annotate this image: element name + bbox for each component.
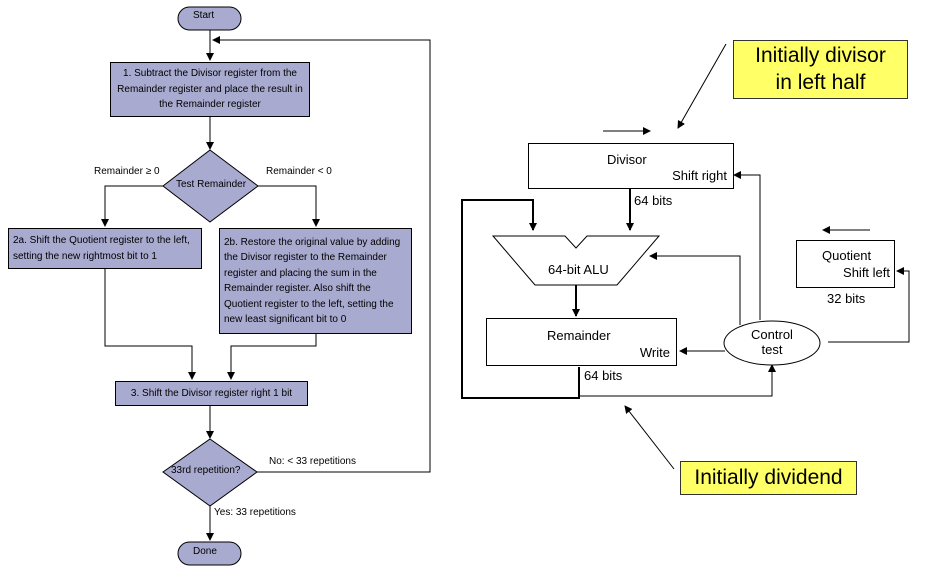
repetition-diamond: [162, 438, 258, 507]
no-branch-label: No: < 33 repetitions: [269, 456, 356, 467]
test-remainder-diamond: [162, 149, 259, 223]
step2a-box: 2a. Shift the Quotient register to the l…: [8, 228, 202, 269]
step2b-box: 2b. Restore the original value by adding…: [219, 228, 412, 334]
note-divisor-line1: Initially divisor: [755, 44, 886, 68]
divisor-action: Shift right: [672, 168, 727, 183]
quotient-register: Quotient Shift left: [796, 240, 895, 288]
divisor-label: Divisor: [607, 152, 647, 167]
yes-branch-label: Yes: 33 repetitions: [214, 507, 296, 518]
step3-box: 3. Shift the Divisor register right 1 bi…: [115, 381, 308, 406]
test-remainder-label: Test Remainder: [176, 179, 247, 190]
control-label: Control test: [748, 327, 796, 357]
remainder-action: Write: [639, 345, 670, 360]
note-divisor-line2: in left half: [775, 70, 866, 94]
remainder-label: Remainder: [547, 328, 611, 343]
flowchart-connectors: [101, 29, 431, 541]
quotient-action: Shift left: [843, 265, 890, 280]
done-label: Done: [193, 546, 217, 557]
quotient-bits: 32 bits: [827, 291, 866, 306]
branch-ge-label: Remainder ≥ 0: [94, 166, 160, 177]
done-terminal: [177, 541, 242, 566]
divisor-bits: 64 bits: [634, 193, 673, 208]
alu-shape: [491, 235, 661, 286]
note-divisor: Initially divisor in left half: [733, 40, 908, 99]
divisor-register: Divisor Shift right: [528, 143, 734, 189]
branch-lt-label: Remainder < 0: [266, 166, 332, 177]
start-label: Start: [193, 10, 215, 21]
remainder-feedback-line: [461, 199, 580, 399]
note-dividend: Initially dividend: [680, 461, 857, 495]
remainder-register: Remainder Write: [486, 318, 677, 366]
alu-label: 64-bit ALU: [548, 262, 609, 277]
control-test-ellipse: [723, 320, 821, 366]
hardware-connectors: [579, 43, 910, 470]
step1-box: 1. Subtract the Divisor register from th…: [110, 62, 310, 117]
start-terminal: [177, 6, 242, 31]
repetition-label: 33rd repetition?: [171, 465, 241, 476]
remainder-bits: 64 bits: [584, 368, 623, 383]
quotient-label: Quotient: [822, 248, 872, 263]
control-line2: test: [761, 342, 783, 357]
control-line1: Control: [751, 327, 793, 342]
